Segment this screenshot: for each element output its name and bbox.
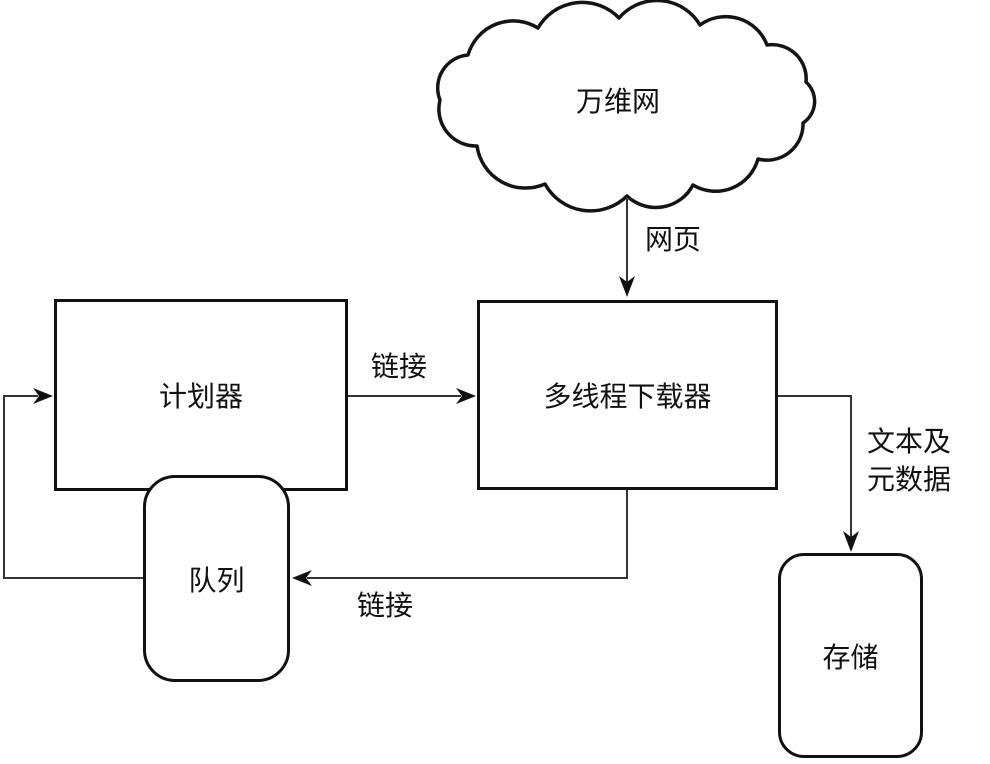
- edge-label-text-metadata-line1: 文本及: [866, 425, 951, 458]
- cloud-shape: [435, 0, 817, 213]
- edge-downloader-queue: [307, 490, 628, 579]
- edge-label-text-metadata-line2: 元数据: [866, 463, 951, 496]
- arrowhead-into-queue-right: [292, 570, 312, 586]
- edge-downloader-storage: [778, 395, 852, 537]
- edge-label-webpage: 网页: [645, 223, 702, 256]
- node-downloader-label: 多线程下载器: [543, 380, 712, 413]
- edge-label-text-metadata: 文本及 元数据: [861, 423, 957, 499]
- arrowhead-into-downloader-top: [619, 276, 635, 297]
- node-scheduler-label: 计划器: [158, 380, 243, 413]
- edge-label-links-bottom: 链接: [357, 589, 414, 622]
- arrowhead-into-downloader-left: [456, 388, 476, 404]
- node-queue-label: 队列: [188, 563, 245, 597]
- cloud-www-label: 万维网: [575, 85, 660, 118]
- node-storage: 存储: [778, 553, 923, 758]
- arrowhead-into-storage-top: [843, 531, 859, 552]
- node-downloader: 多线程下载器: [477, 300, 778, 490]
- edge-queue-scheduler: [3, 395, 145, 579]
- edge-label-links-top: 链接: [371, 350, 428, 383]
- node-storage-label: 存储: [822, 640, 879, 674]
- arrowhead-into-scheduler-left: [33, 388, 53, 404]
- node-scheduler: 计划器: [54, 299, 348, 491]
- node-queue: 队列: [143, 475, 290, 682]
